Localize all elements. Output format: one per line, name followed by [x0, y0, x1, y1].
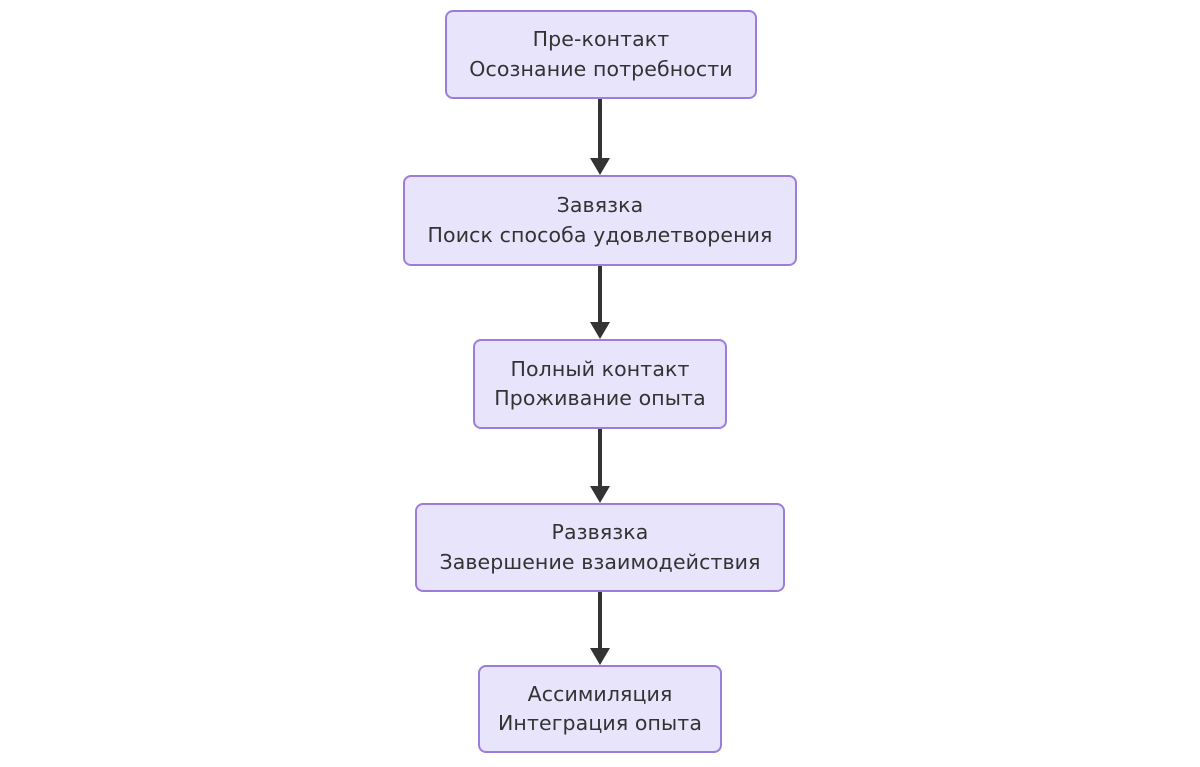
flow-node-razvyazka[interactable]: Развязка Завершение взаимодействия: [415, 503, 785, 592]
arrow-shaft: [598, 266, 602, 322]
flow-node-subtitle: Проживание опыта: [494, 386, 706, 410]
arrow-head-icon: [590, 648, 610, 665]
flow-node-title: Завязка: [556, 193, 644, 218]
flow-node-full-contact[interactable]: Полный контакт Проживание опыта: [473, 339, 727, 429]
flow-node-zavyazka[interactable]: Завязка Поиск способа удовлетворения: [403, 175, 797, 266]
arrow-shaft: [598, 429, 602, 486]
arrow-head-icon: [590, 486, 610, 503]
flow-node-subtitle: Осознание потребности: [469, 56, 733, 81]
flow-node-subtitle: Завершение взаимодействия: [439, 549, 761, 574]
flow-node-title: Ассимиляция: [527, 681, 673, 706]
flow-node-subtitle: Интеграция опыта: [498, 711, 702, 735]
flow-node-title: Пре-контакт: [532, 27, 670, 52]
arrow-shaft: [598, 99, 602, 158]
flow-node-title: Развязка: [551, 520, 649, 545]
arrow-shaft: [598, 592, 602, 648]
arrow-head-icon: [590, 322, 610, 339]
flow-node-pre-contact[interactable]: Пре-контакт Осознание потребности: [445, 10, 757, 99]
flow-node-assimilation[interactable]: Ассимиляция Интеграция опыта: [478, 665, 722, 753]
flow-node-subtitle: Поиск способа удовлетворения: [427, 222, 773, 247]
arrow-head-icon: [590, 158, 610, 175]
flow-node-title: Полный контакт: [510, 356, 690, 381]
